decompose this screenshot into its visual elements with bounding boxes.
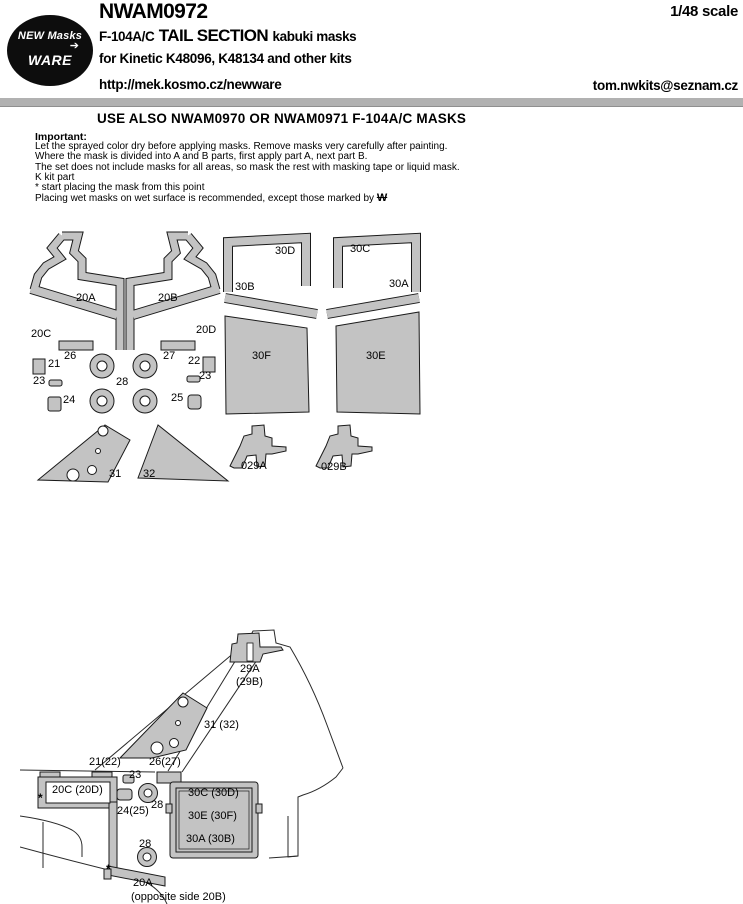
mask-label-25: 25 <box>171 392 184 404</box>
mask-label-23-left: 23 <box>33 375 46 387</box>
instruction-line: * start placing the mask from this point <box>35 182 205 194</box>
mask-label-26: 26 <box>64 350 77 362</box>
placement-label-21-22: 21(22) <box>89 756 121 768</box>
contact-email: tom.nwkits@seznam.cz <box>592 78 739 93</box>
newware-logo: NEW Masks ➔ WARE <box>7 15 93 86</box>
logo-text-ware: WARE <box>28 52 72 68</box>
mask-label-20d: 20D <box>196 324 217 336</box>
divider-bar <box>0 98 743 107</box>
website-url: http://mek.kosmo.cz/newware <box>99 77 282 92</box>
mask-label-30e: 30E <box>366 350 386 362</box>
use-also-note: USE ALSO NWAM0970 OR NWAM0971 F-104A/C M… <box>97 111 467 126</box>
mask-label-20c: 20C <box>31 328 52 340</box>
placement-label-20a: 20A <box>133 877 153 889</box>
important-heading: Important: <box>35 131 87 143</box>
placement-label-opposite-side: (opposite side 20B) <box>131 891 226 903</box>
mask-label-30a: 30A <box>389 278 409 290</box>
mask-label-22: 22 <box>188 355 201 367</box>
placement-label-30e-30f: 30E (30F) <box>188 810 237 822</box>
placement-label-30a-30b: 30A (30B) <box>186 833 235 845</box>
placement-label-28-lower: 28 <box>139 838 152 850</box>
kits-line: for Kinetic K48096, K48134 and other kit… <box>99 51 352 66</box>
product-code: NWAM0972 <box>99 0 208 23</box>
mask-label-32: 32 <box>143 468 156 480</box>
mask-label-27: 27 <box>163 350 176 362</box>
placement-label-23: 23 <box>129 769 142 781</box>
placement-label-24-25: 24(25) <box>117 805 149 817</box>
mask-label-20b: 20B <box>158 292 178 304</box>
mask-label-21: 21 <box>48 358 61 370</box>
mask-label-029a: 029A <box>241 460 267 472</box>
instruction-line: K kit part <box>35 171 75 183</box>
instruction-line: Placing wet masks on wet surface is reco… <box>35 193 460 204</box>
scale-label: 1/48 scale <box>670 3 738 20</box>
mask-label-23-right: 23 <box>199 370 212 382</box>
mask-label-30b: 30B <box>235 281 255 293</box>
title-mask-type: kabuki masks <box>272 29 357 44</box>
mask-label-30c: 30C <box>350 243 371 255</box>
placement-diagram <box>20 629 344 904</box>
wet-mark-icon: W <box>376 192 388 205</box>
mask-sheet-diagram <box>29 231 421 483</box>
placement-label-31-32: 31 (32) <box>204 719 239 731</box>
product-title: F-104A/C TAIL SECTION kabuki masks <box>99 26 357 46</box>
placement-label-29a: 29A <box>240 663 260 675</box>
mask-label-029b: 029B <box>321 461 347 473</box>
instruction-line: Where the mask is divided into A and B p… <box>35 151 368 163</box>
title-model: F-104A/C <box>99 29 155 44</box>
arrow-icon: ➔ <box>69 40 79 52</box>
logo-text-new-masks: NEW Masks <box>17 30 83 42</box>
title-section: TAIL SECTION <box>158 26 269 45</box>
mask-label-31: 31 <box>109 468 122 480</box>
placement-label-28-upper: 28 <box>151 799 164 811</box>
instruction-line-text: Placing wet masks on wet surface is reco… <box>35 193 377 205</box>
mask-label-30d: 30D <box>275 245 296 257</box>
mask-label-24: 24 <box>63 394 76 406</box>
instructions-text: Let the sprayed color dry before applyin… <box>35 141 460 205</box>
placement-label-29b: (29B) <box>236 676 263 688</box>
mask-label-20a: 20A <box>76 292 96 304</box>
instruction-line: Let the sprayed color dry before applyin… <box>35 141 448 152</box>
placement-label-30c-30d: 30C (30D) <box>188 787 239 799</box>
instruction-line: The set does not include masks for all a… <box>35 161 460 173</box>
mask-label-30f: 30F <box>252 350 271 362</box>
start-point-star-bottom: * <box>106 862 111 876</box>
mask-label-28: 28 <box>116 376 129 388</box>
start-point-star-left: * <box>38 791 43 805</box>
placement-label-20c-20d: 20C (20D) <box>52 784 103 796</box>
placement-label-26-27: 26(27) <box>149 756 181 768</box>
